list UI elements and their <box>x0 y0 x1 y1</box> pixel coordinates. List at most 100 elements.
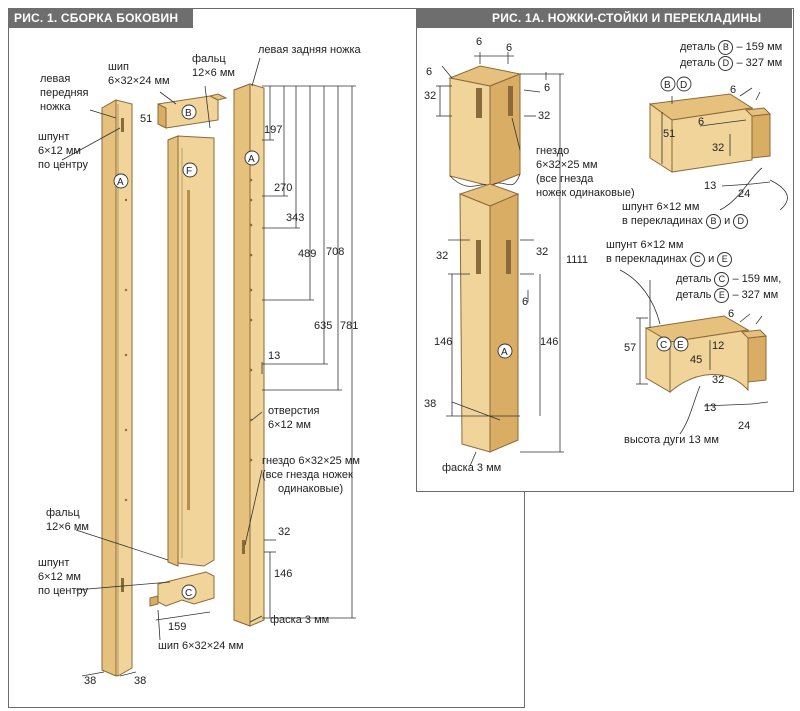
groove-e-circle: E <box>717 252 733 267</box>
leg-dim-38: 38 <box>424 398 437 410</box>
label-line: фальц <box>46 507 80 519</box>
rail-ce-arc-note: высота дуги 13 мм <box>624 434 719 446</box>
leg-dim-6-left: 6 <box>426 66 433 78</box>
leg-dim-32-mid-right: 32 <box>536 246 549 258</box>
detail-word: деталь <box>676 289 712 301</box>
leg-dim-32-left: 32 <box>424 90 437 102</box>
part-a-rear-marker <box>244 150 260 166</box>
label-line: фальц <box>192 53 226 65</box>
rail-c-detail-note: деталь C – 159 мм, <box>676 272 781 287</box>
label-line: по центру <box>38 585 89 597</box>
part-a-leg-letter: A <box>501 347 508 358</box>
leg-dimension-lines <box>436 52 564 453</box>
dim-489: 489 <box>298 248 317 260</box>
rail-bd-dim-13: 13 <box>704 180 717 192</box>
rail-ce-dim-24: 24 <box>738 420 751 432</box>
rail-bd-leaders <box>719 167 788 211</box>
label-text: в перекладинах <box>622 215 703 227</box>
dim-159: 159 <box>168 621 187 633</box>
part-a-front-marker <box>113 173 129 189</box>
rail-b-d <box>648 93 772 173</box>
label-line: 12×6 мм <box>46 521 89 533</box>
part-a-rear-letter: A <box>248 154 255 165</box>
rail-bd-dim-24: 24 <box>738 188 751 200</box>
label-tenon-top: шип 6×32×24 мм <box>108 60 170 88</box>
part-b-marker <box>181 104 197 120</box>
label-line: ножка <box>40 101 71 113</box>
leg-mortise-note: гнездо 6×32×25 мм (все гнезда ножек один… <box>536 144 635 200</box>
part-b-letter: B <box>185 108 192 119</box>
label-groove-center-bottom: шпунт 6×12 мм по центру <box>38 556 88 598</box>
label-groove-center-top: шпунт 6×12 мм по центру <box>38 130 88 172</box>
dim-38-right: 38 <box>134 675 147 687</box>
detail-b-length: – 159 мм <box>736 41 783 53</box>
rail-ce-dim-45: 45 <box>690 354 703 366</box>
rail-ce-dim-6: 6 <box>728 308 735 320</box>
rail-bd-dim-6a: 6 <box>730 84 737 96</box>
label-line: ножек одинаковые) <box>536 187 635 199</box>
rail-e-detail-note: деталь E – 327 мм <box>676 288 778 303</box>
rail-d-marker <box>676 76 692 92</box>
rail-b-marker <box>660 76 676 92</box>
leg-top-section <box>448 65 522 187</box>
dim-708: 708 <box>326 246 345 258</box>
detail-e-length: – 327 мм <box>732 289 779 301</box>
tenon-b-circle: B <box>706 214 721 229</box>
label-holes: отверстия 6×12 мм <box>268 404 320 432</box>
label-left-front-leg: левая передняя ножка <box>40 72 88 114</box>
dim-635: 635 <box>314 320 333 332</box>
leg-bottom-section <box>458 183 520 453</box>
rail-d-detail-note: деталь D – 327 мм <box>680 56 782 71</box>
rail-ce-dim-12: 12 <box>712 340 725 352</box>
detail-b-circle: B <box>718 40 734 55</box>
dim-38-left: 38 <box>84 675 97 687</box>
part-c-marker <box>181 584 197 600</box>
label-rabbet-bottom: фальц 12×6 мм <box>46 506 89 534</box>
rail-c-letter: C <box>660 340 667 351</box>
label-line: одинаковые) <box>278 483 344 495</box>
label-chamfer: фаска 3 мм <box>270 614 330 626</box>
dim-32: 32 <box>278 526 291 538</box>
rail-e-marker <box>673 336 689 352</box>
dim-13: 13 <box>268 350 281 362</box>
label-line: отверстия <box>268 405 320 417</box>
label-line: гнездо 6×32×25 мм <box>262 455 360 467</box>
label-line: 6×12 мм <box>38 145 81 157</box>
leg-dim-146-right: 146 <box>540 336 559 348</box>
rail-e-letter: E <box>677 340 684 351</box>
dim-343: 343 <box>286 212 305 224</box>
label-line: передняя <box>40 87 89 99</box>
rail-d-letter: D <box>680 80 687 91</box>
label-mortise: гнездо 6×32×25 мм (все гнезда ножек один… <box>262 454 360 496</box>
label-line: шпунт 6×12 мм <box>606 239 684 251</box>
detail-e-circle: E <box>714 288 730 303</box>
tenon-d-circle: D <box>733 214 749 229</box>
leg-dim-6-top2: 6 <box>506 42 513 54</box>
dim-146: 146 <box>274 568 293 580</box>
side-panel-f <box>167 135 215 567</box>
rail-c-marker <box>656 336 672 352</box>
rail-bd-dimension-lines <box>661 87 771 187</box>
label-line: шпунт <box>38 131 70 143</box>
label-line: 12×6 мм <box>192 67 235 79</box>
label-line: в перекладинах C и E <box>606 252 733 267</box>
label-line: 6×32×24 мм <box>108 75 170 87</box>
leg-dim-146-left: 146 <box>434 336 453 348</box>
leg-dim-32-mid-left: 32 <box>436 250 449 262</box>
detail-c-circle: C <box>714 272 730 287</box>
figure-1-leader-lines <box>61 57 263 677</box>
label-rabbet-top: фальц 12×6 мм <box>192 52 235 80</box>
detail-word: деталь <box>680 41 716 53</box>
part-a-leg-marker <box>497 343 513 359</box>
detail-c-length: – 159 мм, <box>732 273 782 285</box>
rail-c-e <box>644 315 768 394</box>
rail-ce-dim-57: 57 <box>624 342 637 354</box>
dim-781: 781 <box>340 320 359 332</box>
label-line: 6×12 мм <box>268 419 311 431</box>
rail-ce-dim-13: 13 <box>704 402 717 414</box>
rail-bd-tenon-note: шпунт 6×12 мм в перекладинах B и D <box>622 200 749 229</box>
label-line: шпунт <box>38 557 70 569</box>
leg-dim-32-right: 32 <box>538 110 551 122</box>
rail-ce-leaders <box>619 269 701 435</box>
